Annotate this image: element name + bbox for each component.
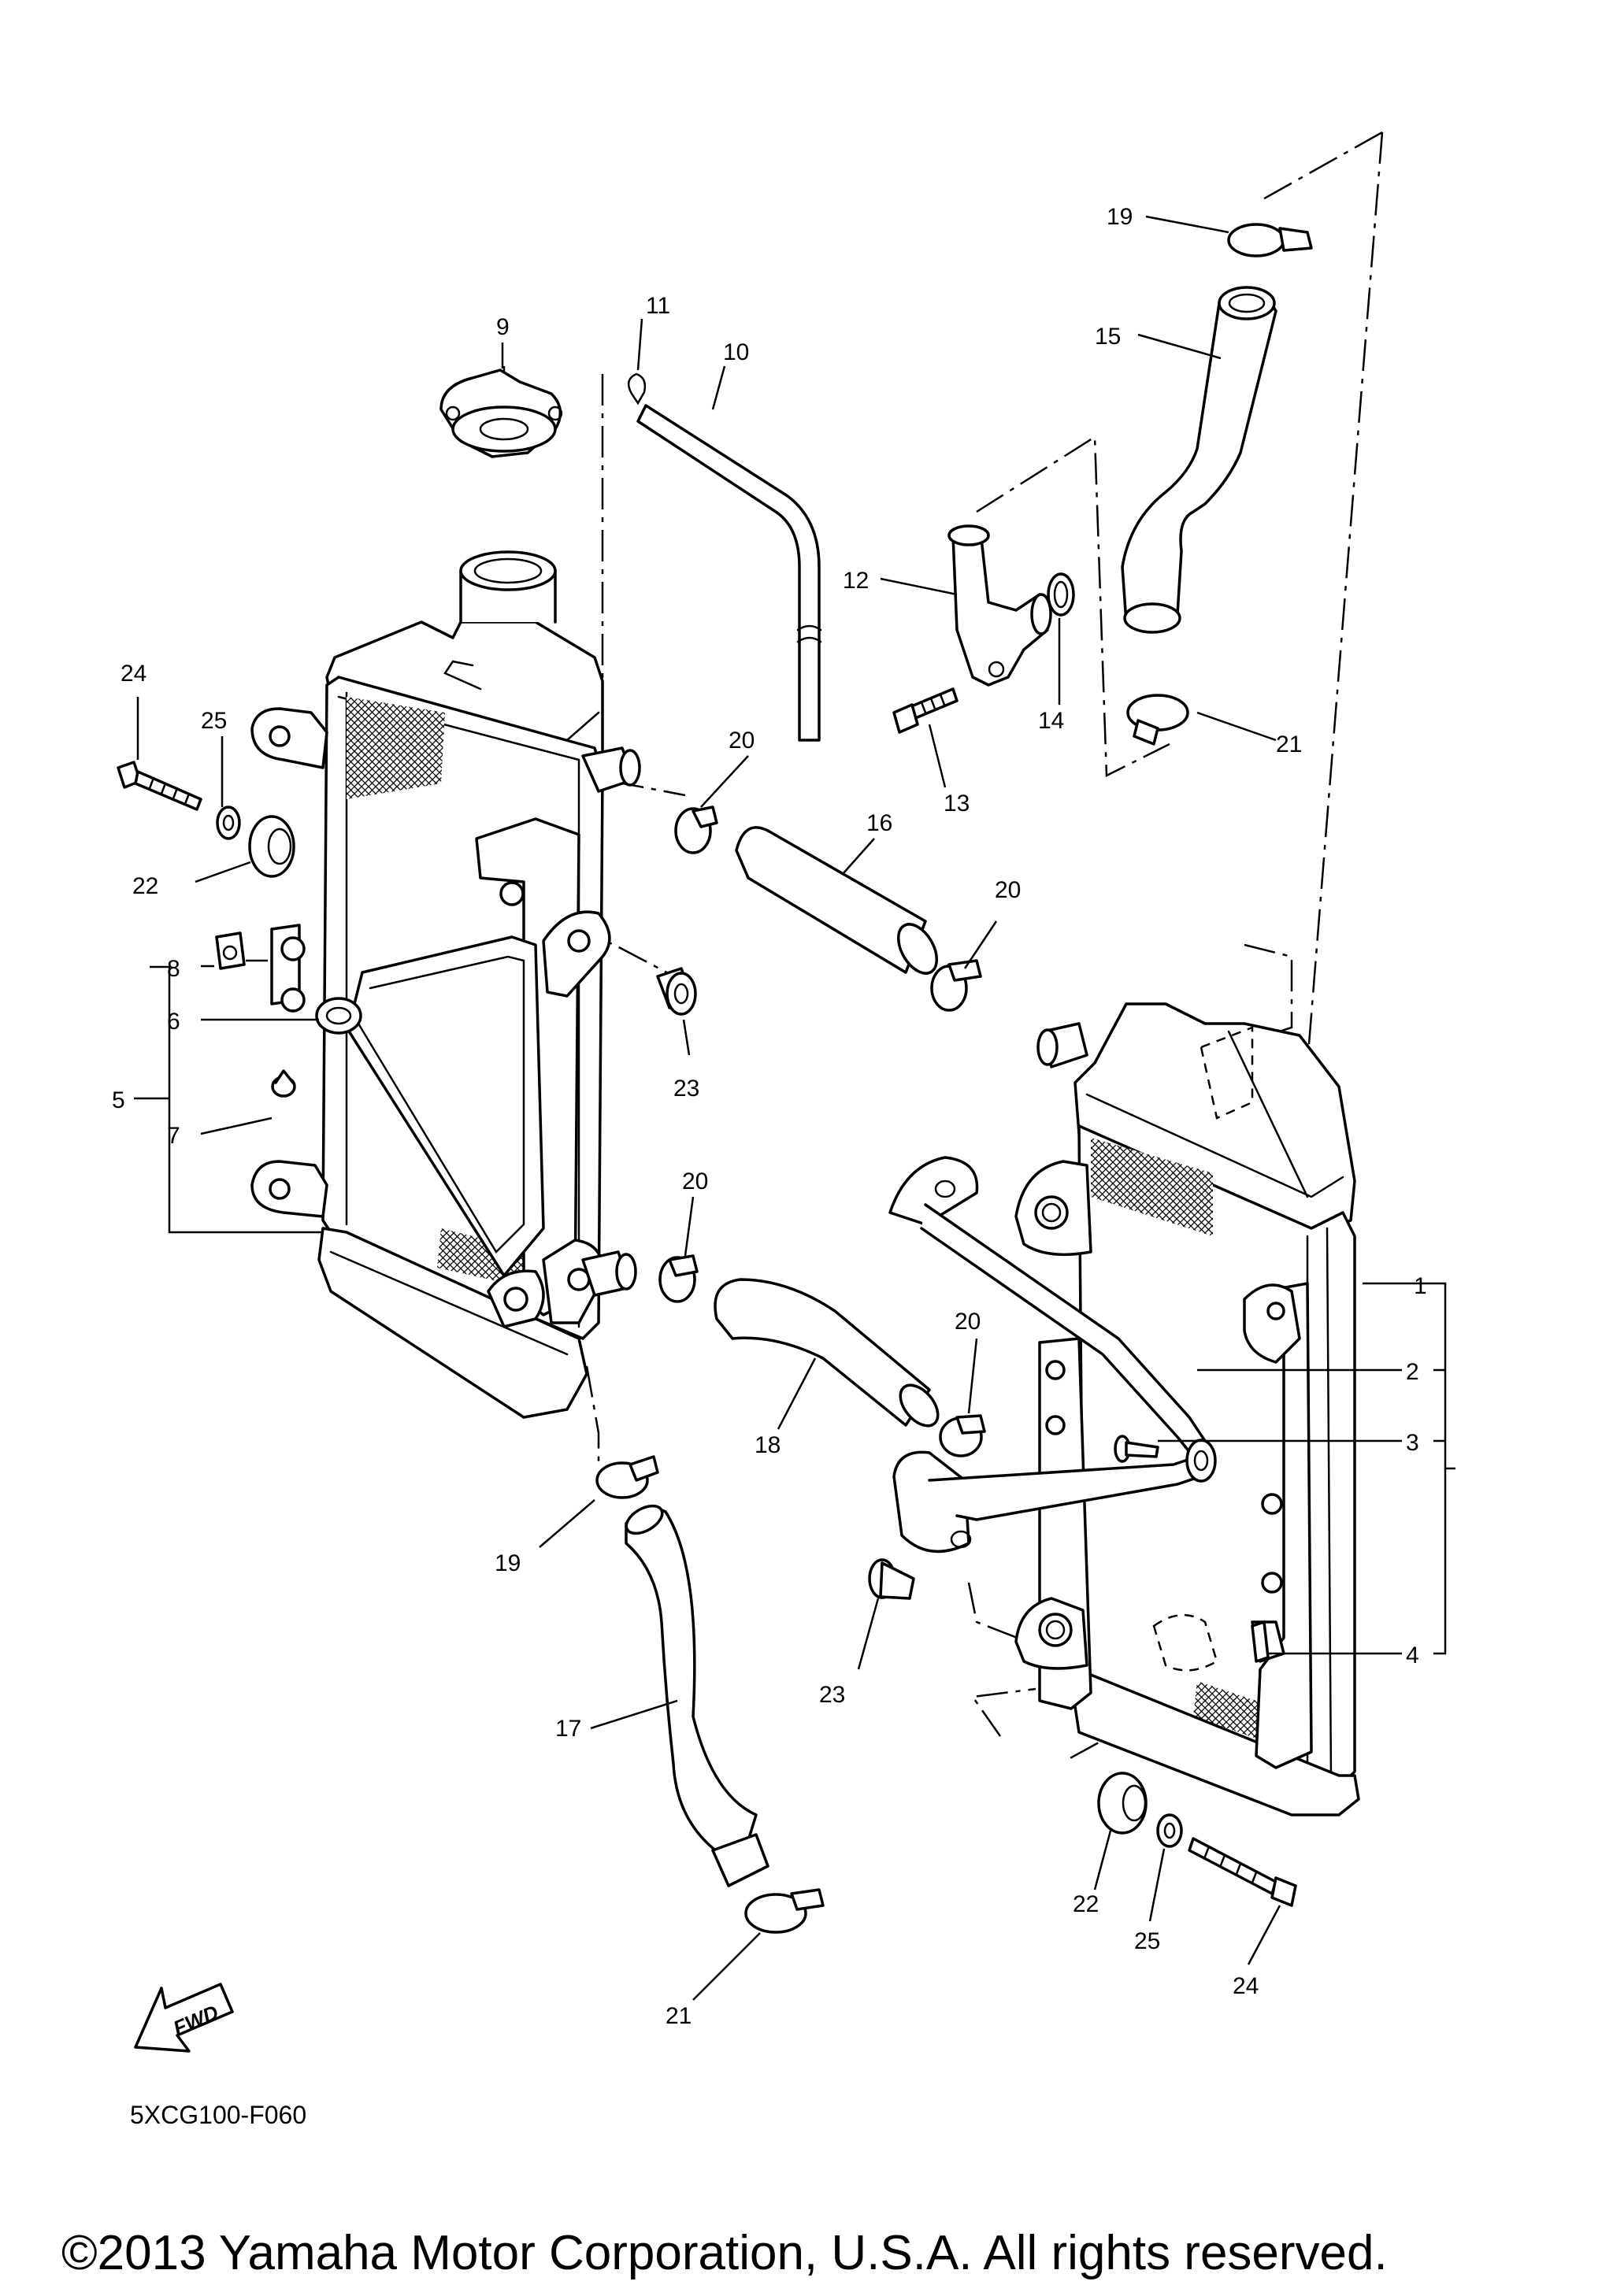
callout-11: 11 [646,293,670,319]
callout-1: 1 [1414,1273,1427,1299]
lower-hose [625,1504,769,1887]
leader-lines [134,215,1455,2001]
screw-3 [1114,1435,1159,1463]
callout-21-lower: 21 [666,2003,692,2029]
clamp-19-upper [1227,223,1313,257]
callout-24-left: 24 [121,661,146,687]
clamp-20-c [658,1254,699,1303]
callout-6: 6 [167,1009,180,1035]
right-radiator [888,1002,1360,1816]
callout-2: 2 [1406,1359,1419,1385]
diagram-code: 5XCG100-F060 [130,2101,306,2129]
callout-20-d: 20 [955,1309,981,1335]
callout-19-lower: 19 [495,1550,521,1576]
callout-8: 8 [167,956,180,982]
callout-18: 18 [755,1432,781,1458]
callout-22-left: 22 [132,873,158,899]
collar-23-right [868,1558,915,1600]
callout-15: 15 [1095,324,1121,350]
callout-labels: 1 2 3 4 5 6 7 8 9 10 11 12 13 14 15 16 1… [112,204,1427,2029]
o-ring [1047,572,1075,617]
callout-23-right: 23 [819,1682,845,1708]
callout-7: 7 [167,1123,180,1149]
outlet-fitting [947,524,1052,687]
screw-7 [271,1069,296,1098]
left-radiator [250,550,641,1419]
callout-13: 13 [944,791,970,817]
callout-23-left: 23 [673,1076,699,1102]
breather-hose [636,404,822,742]
bolt-13 [892,687,959,734]
collar-23-left [656,967,697,1016]
callout-21-upper: 21 [1276,731,1302,757]
bolt-24-left [117,761,202,811]
hose-16 [735,826,939,975]
grommet-22-left [248,815,295,878]
washer-25-left [216,805,241,840]
clamp-21-lower [744,1888,825,1934]
nut-8 [215,931,246,970]
fasteners [117,761,1297,1907]
callout-14: 14 [1038,708,1064,734]
clip-4 [1251,1620,1270,1663]
callout-20-c: 20 [682,1168,708,1194]
callout-9: 9 [496,314,510,340]
fwd-arrow: FWD [134,1983,234,2053]
callout-25-left: 25 [201,708,227,734]
callout-20-a: 20 [729,728,755,754]
callout-16: 16 [866,810,892,836]
clamp-21-upper [1126,694,1189,746]
washer-25-right [1156,1813,1183,1848]
callout-4: 4 [1406,1642,1419,1668]
callout-5: 5 [112,1087,125,1113]
hose-clip [627,372,647,406]
callout-20-b: 20 [995,877,1021,903]
clamps [595,223,1313,1934]
clamp-20-b [930,959,982,1012]
callout-12: 12 [843,568,869,594]
clamp-20-a [674,805,718,854]
grommet-22-right [1097,1772,1148,1835]
bolt-24-right [1188,1837,1297,1907]
callout-19-upper: 19 [1107,204,1133,230]
callout-10: 10 [723,339,749,365]
callout-17: 17 [555,1716,581,1742]
clamp-19-lower [595,1455,659,1499]
callout-25-right: 25 [1134,1928,1160,1954]
callout-24-right: 24 [1233,1973,1259,1999]
copyright-notice: ©2013 Yamaha Motor Corporation, U.S.A. A… [61,2226,1388,2280]
hose-18 [714,1278,940,1428]
callout-22-right: 22 [1073,1891,1099,1917]
callout-3: 3 [1406,1430,1419,1456]
radiator-cap [439,368,563,458]
clamp-20-d [939,1414,986,1457]
upper-hose [1121,286,1277,634]
